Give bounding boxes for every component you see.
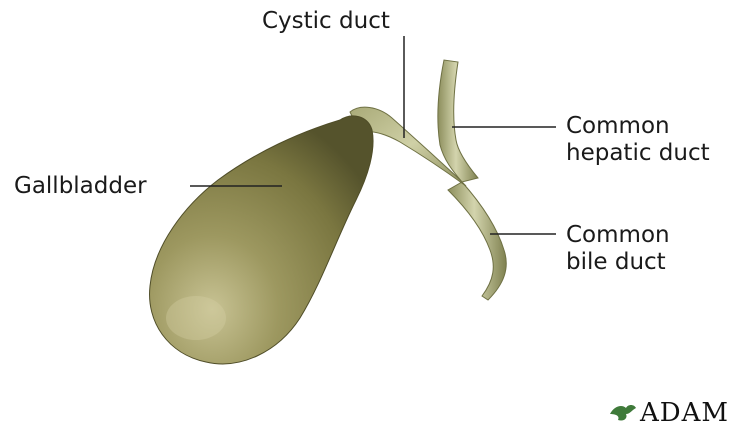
label-common-hepatic-duct: Common hepatic duct <box>566 113 710 167</box>
common-bile-duct-shape <box>448 182 506 300</box>
label-gallbladder: Gallbladder <box>14 173 147 200</box>
label-common-bile-duct: Common bile duct <box>566 222 670 276</box>
label-hepatic-line2: hepatic duct <box>566 140 710 167</box>
common-hepatic-duct-shape <box>438 60 478 182</box>
label-bile-line1: Common <box>566 222 670 249</box>
label-bile-line2: bile duct <box>566 249 670 276</box>
leaf-icon <box>608 402 638 424</box>
adam-logo: ADAM <box>608 398 729 428</box>
adam-logo-text: ADAM <box>640 398 729 428</box>
label-hepatic-line1: Common <box>566 113 710 140</box>
label-cystic-duct: Cystic duct <box>262 8 390 35</box>
